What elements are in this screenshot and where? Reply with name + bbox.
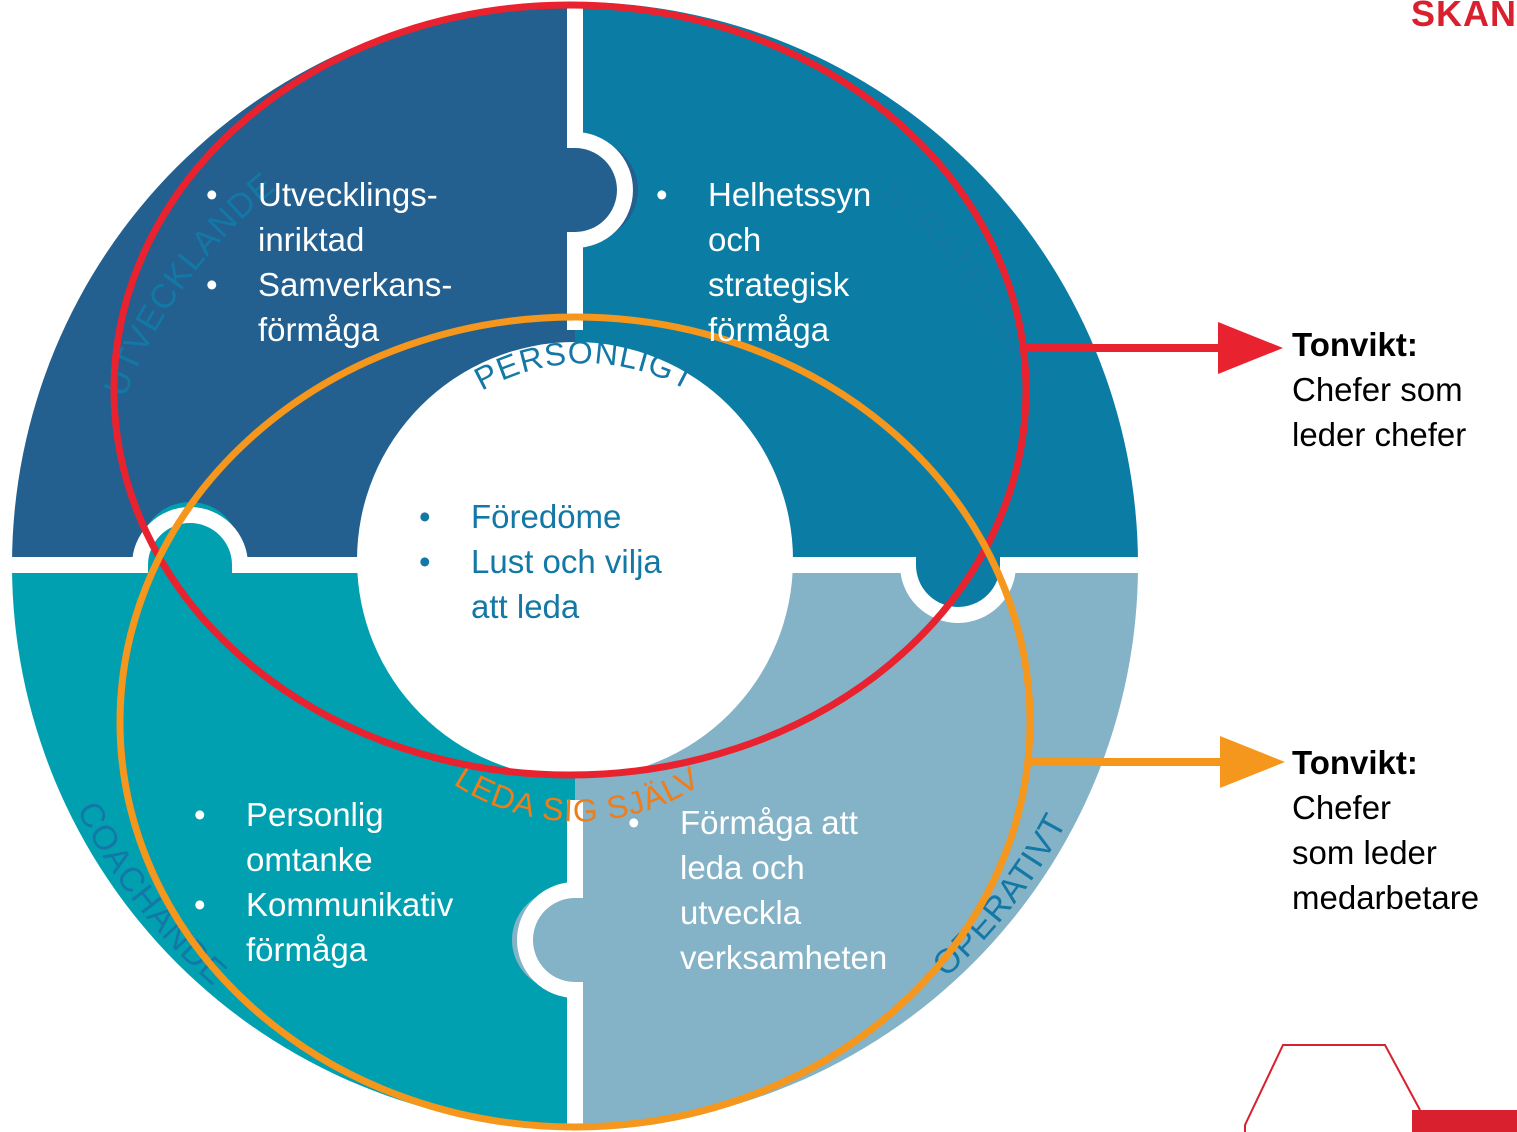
emphasis-top-heading: Tonvikt: [1292, 326, 1418, 363]
utvecklande-bullets: Utvecklings-inriktad Samverkans-förmåga [200, 172, 500, 352]
bullet-helhetssyn: Helhetssyn och strategisk förmåga [650, 172, 910, 352]
bullet-samverkansformaga: Samverkans-förmåga [200, 262, 500, 352]
emphasis-top-text: Chefer som leder chefer [1292, 371, 1467, 453]
red-ellipse [110, 1, 1030, 779]
bullet-formaga-att-leda: Förmåga att leda och utveckla verksamhet… [622, 800, 942, 980]
orange-arrow [1030, 736, 1285, 788]
orange-ellipse [116, 313, 1034, 1131]
red-arrow [1026, 322, 1283, 374]
bullet-utvecklingsinriktad: Utvecklings-inriktad [200, 172, 500, 262]
bullet-foredome: Föredöme [413, 494, 713, 539]
puzzle-seams [0, 0, 1140, 1132]
emphasis-bottom-text: Chefer som leder medarbetare [1292, 789, 1480, 916]
coachande-bullets: Personlig omtanke Kommunikativ förmåga [188, 792, 508, 972]
bullet-lust-och-vilja: Lust och vilja att leda [413, 539, 713, 629]
emphasis-top: Tonvikt: Chefer som leder chefer [1292, 322, 1492, 457]
bullet-kommunikativ: Kommunikativ förmåga [188, 882, 508, 972]
emphasis-bottom-heading: Tonvikt: [1292, 744, 1418, 781]
emphasis-bottom: Tonvikt: Chefer som leder medarbetare [1292, 740, 1507, 920]
bullet-personlig-omtanke: Personlig omtanke [188, 792, 508, 882]
decorative-hexagon [1244, 1044, 1517, 1132]
logo: SKAN [1410, 0, 1517, 34]
strategiskt-bullets: Helhetssyn och strategisk förmåga [650, 172, 910, 352]
center-bullets: Föredöme Lust och vilja att leda [413, 494, 713, 629]
operativt-bullets: Förmåga att leda och utveckla verksamhet… [622, 800, 942, 980]
